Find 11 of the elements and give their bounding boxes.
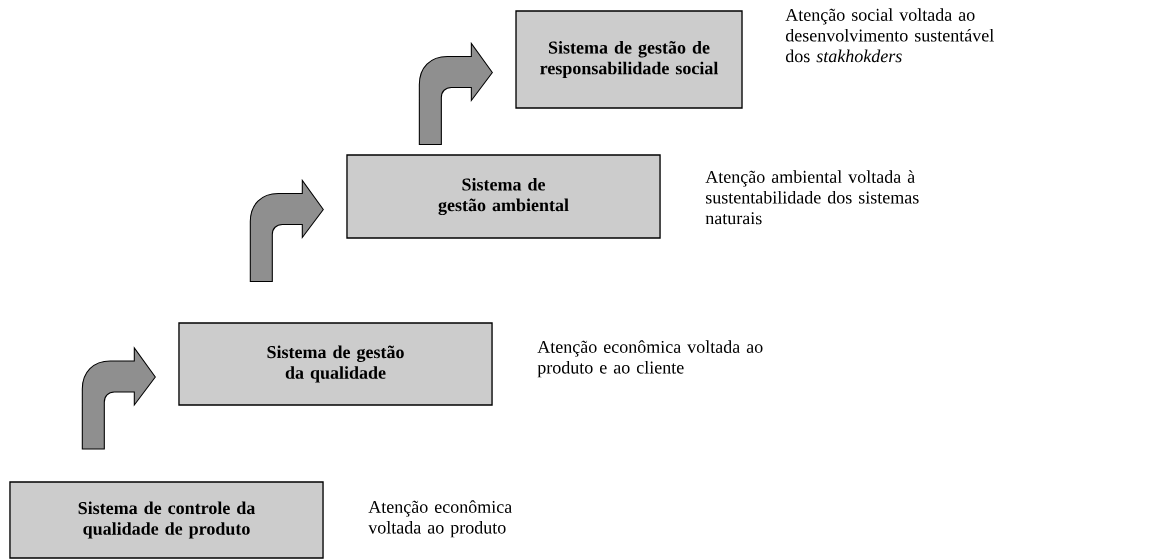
bent-arrow [81, 347, 156, 450]
process-box: Sistema de gestão de responsabilidade social [515, 10, 743, 109]
annotation-text: Atenção ambiental voltada à sustentabilidade dos sistemas naturais [705, 170, 919, 225]
bent-arrow [418, 42, 493, 146]
process-box: Sistema de gestão da qualidade [178, 322, 493, 406]
annotation-text: Atenção social voltada ao desenvolvimento sustentável dos stakhokders [785, 8, 994, 63]
process-box: Sistema de controle da qualidade de produto [9, 481, 324, 559]
bent-arrow [249, 179, 324, 283]
annotation-text: Atenção econômica voltada ao produto e ao cliente [537, 340, 763, 378]
process-box: Sistema de gestão ambiental [346, 154, 661, 239]
annotation-text: Atenção econômica voltada ao produto [368, 500, 512, 538]
